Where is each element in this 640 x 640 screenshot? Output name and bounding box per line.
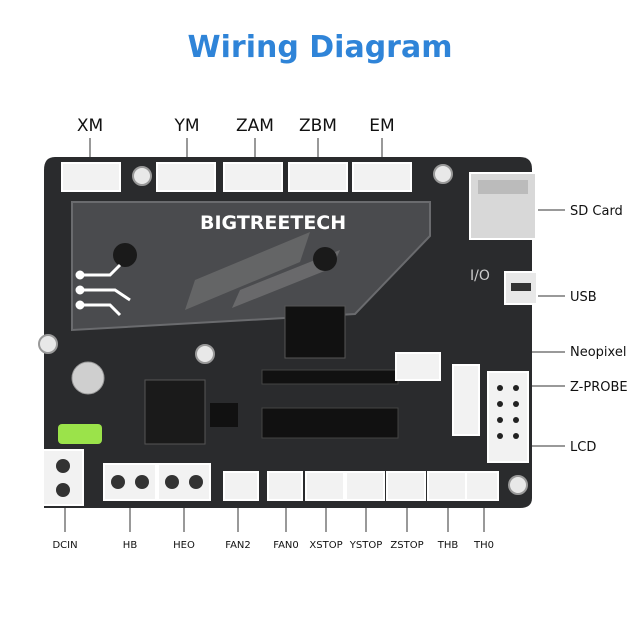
label-ystop: YSTOP xyxy=(349,540,383,551)
label-zam: ZAM xyxy=(236,116,274,136)
label-sd-card: SD Card xyxy=(570,204,623,219)
label-lcd: LCD xyxy=(570,440,597,455)
power-chip xyxy=(144,379,206,445)
lcd-header xyxy=(487,371,529,463)
mcu-chip xyxy=(284,305,346,359)
label-z-probe: Z-PROBE xyxy=(570,380,628,395)
label-neopixel: Neopixel xyxy=(570,345,627,360)
label-xstop: XSTOP xyxy=(309,540,343,551)
brand-logo: BIGTREETECH xyxy=(200,212,346,234)
bottom-connectors xyxy=(223,471,499,501)
z-probe-connector xyxy=(452,364,480,436)
fuse xyxy=(58,424,102,444)
driver-sockets xyxy=(261,369,399,439)
mounting-holes xyxy=(38,164,528,495)
label-th0: TH0 xyxy=(474,540,494,551)
label-thb: THB xyxy=(437,540,459,551)
diagram-title: Wiring Diagram xyxy=(187,30,453,65)
usb-port xyxy=(504,271,538,305)
neopixel-connector xyxy=(395,352,441,381)
label-fan0: FAN0 xyxy=(273,540,299,551)
brand-emblem xyxy=(75,263,131,317)
label-em: EM xyxy=(369,116,395,136)
io-silkscreen: I/O xyxy=(470,268,490,284)
label-zstop: ZSTOP xyxy=(390,540,424,551)
label-fan2: FAN2 xyxy=(225,540,251,551)
label-zbm: ZBM xyxy=(299,116,337,136)
label-ym: YM xyxy=(174,116,200,136)
label-hb: HB xyxy=(122,540,138,551)
label-dcin: DCIN xyxy=(52,540,78,551)
capacitor xyxy=(71,361,105,395)
top-connectors xyxy=(61,162,412,192)
label-heo: HEO xyxy=(173,540,195,551)
label-xm: XM xyxy=(76,116,104,136)
label-usb: USB xyxy=(570,290,597,305)
